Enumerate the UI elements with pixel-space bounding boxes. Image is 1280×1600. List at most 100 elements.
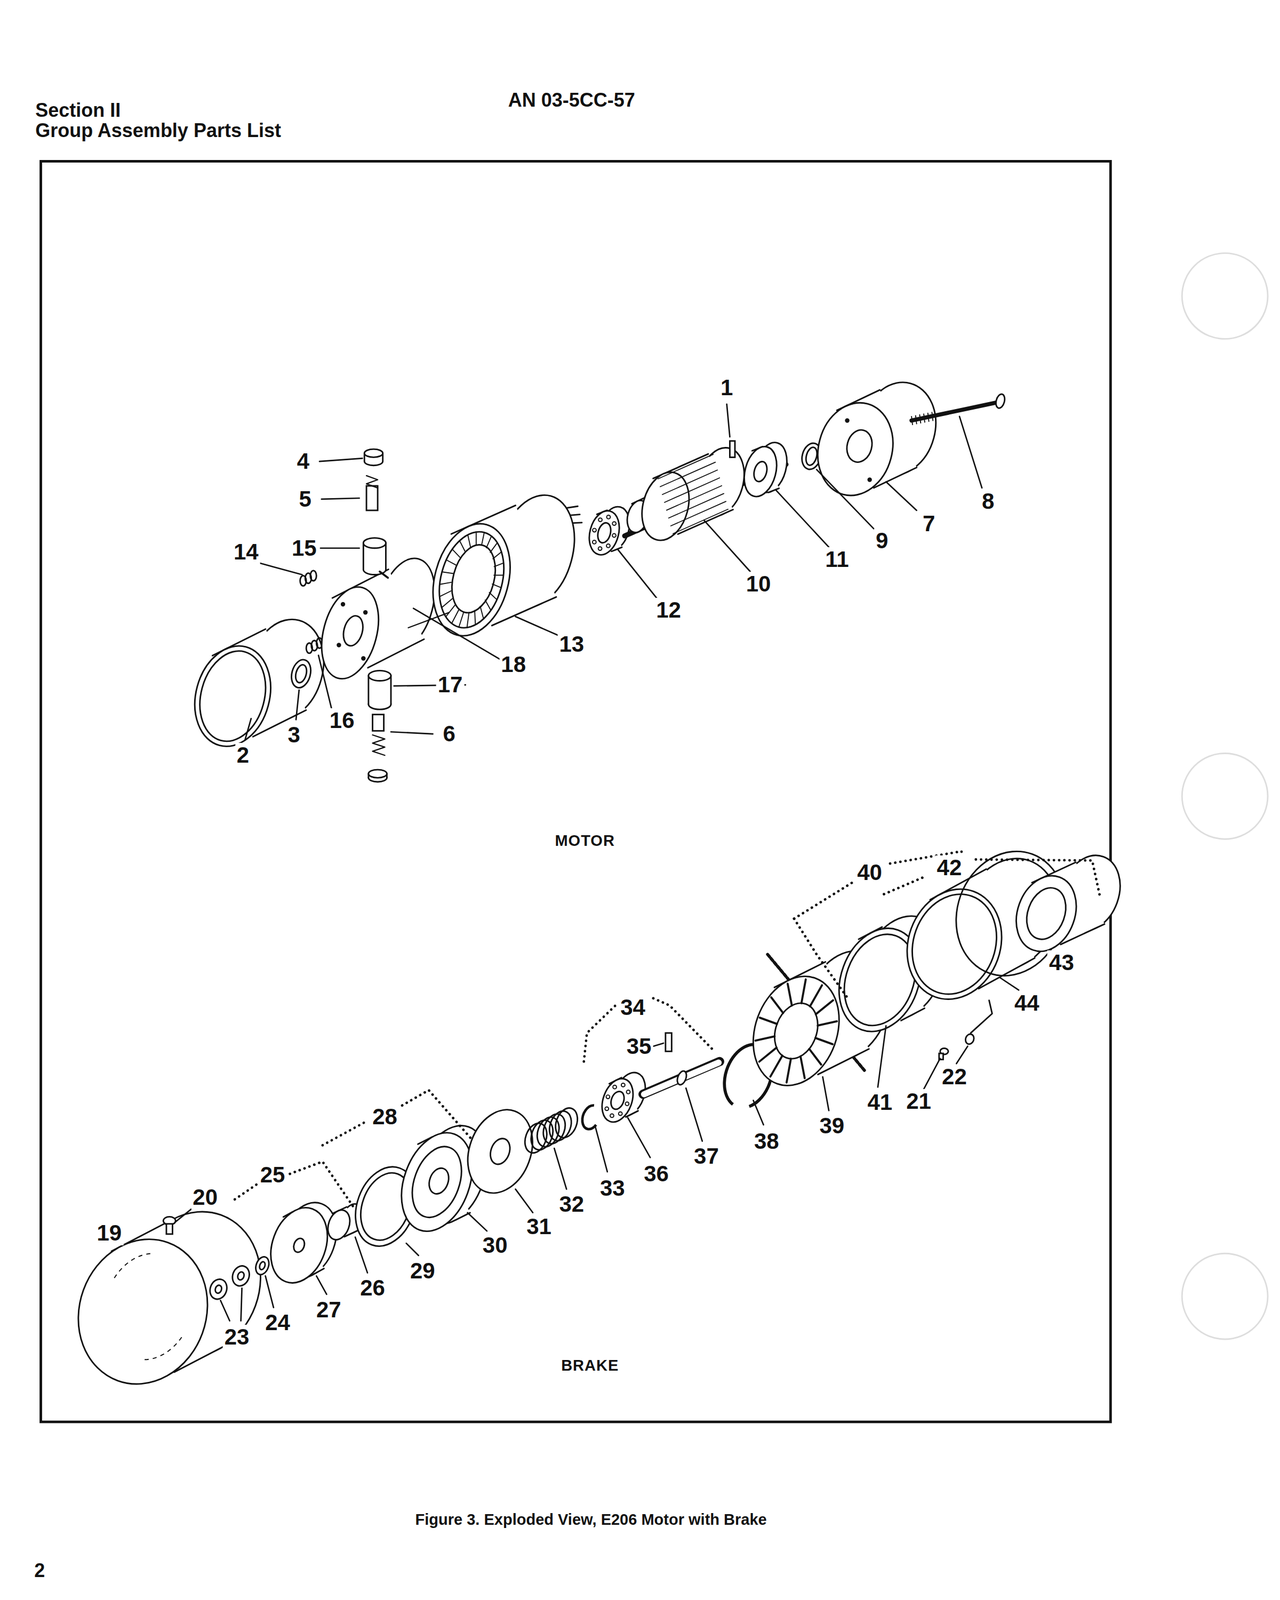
stator-winding — [452, 549, 460, 558]
nut — [207, 1276, 230, 1302]
leader-line — [617, 549, 659, 601]
group-bracket — [976, 859, 1101, 899]
callout-number: 39 — [817, 1113, 846, 1139]
brake-plate — [425, 1165, 452, 1197]
brake-shaft — [644, 1062, 719, 1094]
bolt-thread — [919, 414, 921, 423]
core-slot — [759, 1017, 777, 1024]
group-bracket — [290, 1161, 354, 1207]
stator — [429, 524, 514, 635]
leader-line — [956, 1046, 968, 1064]
callout-number: 24 — [263, 1310, 292, 1335]
leader-line — [390, 731, 433, 734]
bearing-ball — [612, 533, 616, 538]
bolt-thread — [928, 413, 930, 422]
figure-caption: Figure 3. Exploded View, E206 Motor with… — [413, 1511, 769, 1529]
washer — [804, 445, 819, 467]
callout-number: 35 — [625, 1034, 654, 1059]
stator-winding — [467, 534, 471, 548]
core-slot — [810, 985, 823, 1006]
bearing — [739, 443, 782, 501]
leader-line — [318, 655, 332, 710]
nut — [236, 1270, 246, 1281]
armature-slot — [673, 509, 728, 534]
leader-line — [321, 498, 360, 500]
core-slot — [817, 1021, 837, 1026]
leader-line — [319, 458, 363, 462]
bearing-ball — [625, 1101, 629, 1106]
callout-number: 42 — [935, 855, 964, 880]
end-plate-hole — [340, 602, 346, 607]
core-slot — [815, 1037, 833, 1045]
brake-plate — [403, 1139, 471, 1224]
core-slot — [786, 1058, 791, 1083]
callout-number: 44 — [1012, 990, 1042, 1016]
spring-coil — [551, 1105, 582, 1141]
core-slot — [816, 1000, 834, 1014]
bearing-ball — [610, 1113, 614, 1118]
bearing-ball — [606, 515, 611, 519]
bearing — [752, 460, 770, 484]
section-heading: Section II — [33, 99, 123, 122]
brush-spring — [372, 734, 386, 756]
callout-number: 17 — [436, 672, 465, 698]
group-bracket — [653, 998, 715, 1052]
core-slot — [759, 1047, 777, 1062]
brake-shaft — [643, 1061, 720, 1094]
stator-winding — [485, 600, 492, 611]
leader-line — [320, 547, 360, 549]
section-heading: Group Assembly Parts List — [33, 120, 283, 142]
stator-winding — [441, 598, 453, 608]
stator-winding — [492, 552, 502, 559]
callout-number: 23 — [222, 1324, 252, 1350]
callout-number: 29 — [408, 1258, 437, 1284]
leader-line — [554, 1148, 567, 1190]
group-bracket — [794, 918, 850, 1000]
screw — [166, 1224, 173, 1235]
bearing-ball — [618, 1112, 623, 1116]
lock-washer — [964, 1033, 976, 1046]
bearing-ball — [612, 521, 616, 526]
bolt-thread — [915, 415, 917, 424]
stator-winding — [459, 540, 466, 552]
leader-line — [220, 1300, 230, 1321]
retaining-clip — [582, 1105, 597, 1130]
leader-line — [822, 1076, 829, 1111]
brush-cap — [368, 769, 387, 778]
brush-holder — [368, 670, 391, 681]
brake-housing — [898, 882, 1011, 1006]
callout-number: 43 — [1047, 950, 1076, 975]
motor-shell — [184, 637, 282, 756]
bearing-ball — [606, 544, 611, 548]
armature-core — [634, 467, 696, 547]
bearing-sleeve — [1019, 882, 1073, 945]
stator-winding — [486, 536, 492, 548]
callout-number: 20 — [190, 1185, 220, 1210]
leader-line — [467, 1212, 487, 1231]
group-bracket — [584, 1005, 616, 1062]
view-title: BRAKE — [559, 1357, 621, 1375]
stator-winding — [494, 563, 504, 567]
drawing-group — [41, 161, 1268, 1422]
brush-holder — [390, 675, 392, 705]
brush — [372, 714, 384, 732]
brush-holder — [363, 538, 386, 549]
bolt-thread — [923, 413, 925, 422]
leader-line — [515, 616, 560, 636]
callout-number: 14 — [232, 539, 261, 565]
callout-number: 11 — [823, 547, 851, 572]
callout-number: 13 — [557, 632, 586, 657]
pin — [729, 441, 735, 458]
group-bracket — [322, 1120, 368, 1146]
bearing-ball — [612, 1085, 617, 1090]
brush-holder-tab — [379, 571, 388, 578]
end-bell-hole — [867, 477, 872, 482]
group-bracket — [402, 1090, 472, 1140]
brush — [366, 485, 378, 511]
group-bracket — [883, 875, 927, 894]
callout-number: 5 — [297, 486, 314, 512]
stator-winding — [467, 612, 470, 628]
disc — [486, 1136, 514, 1168]
leader-line — [241, 1288, 243, 1321]
callout-number: 36 — [642, 1161, 671, 1187]
